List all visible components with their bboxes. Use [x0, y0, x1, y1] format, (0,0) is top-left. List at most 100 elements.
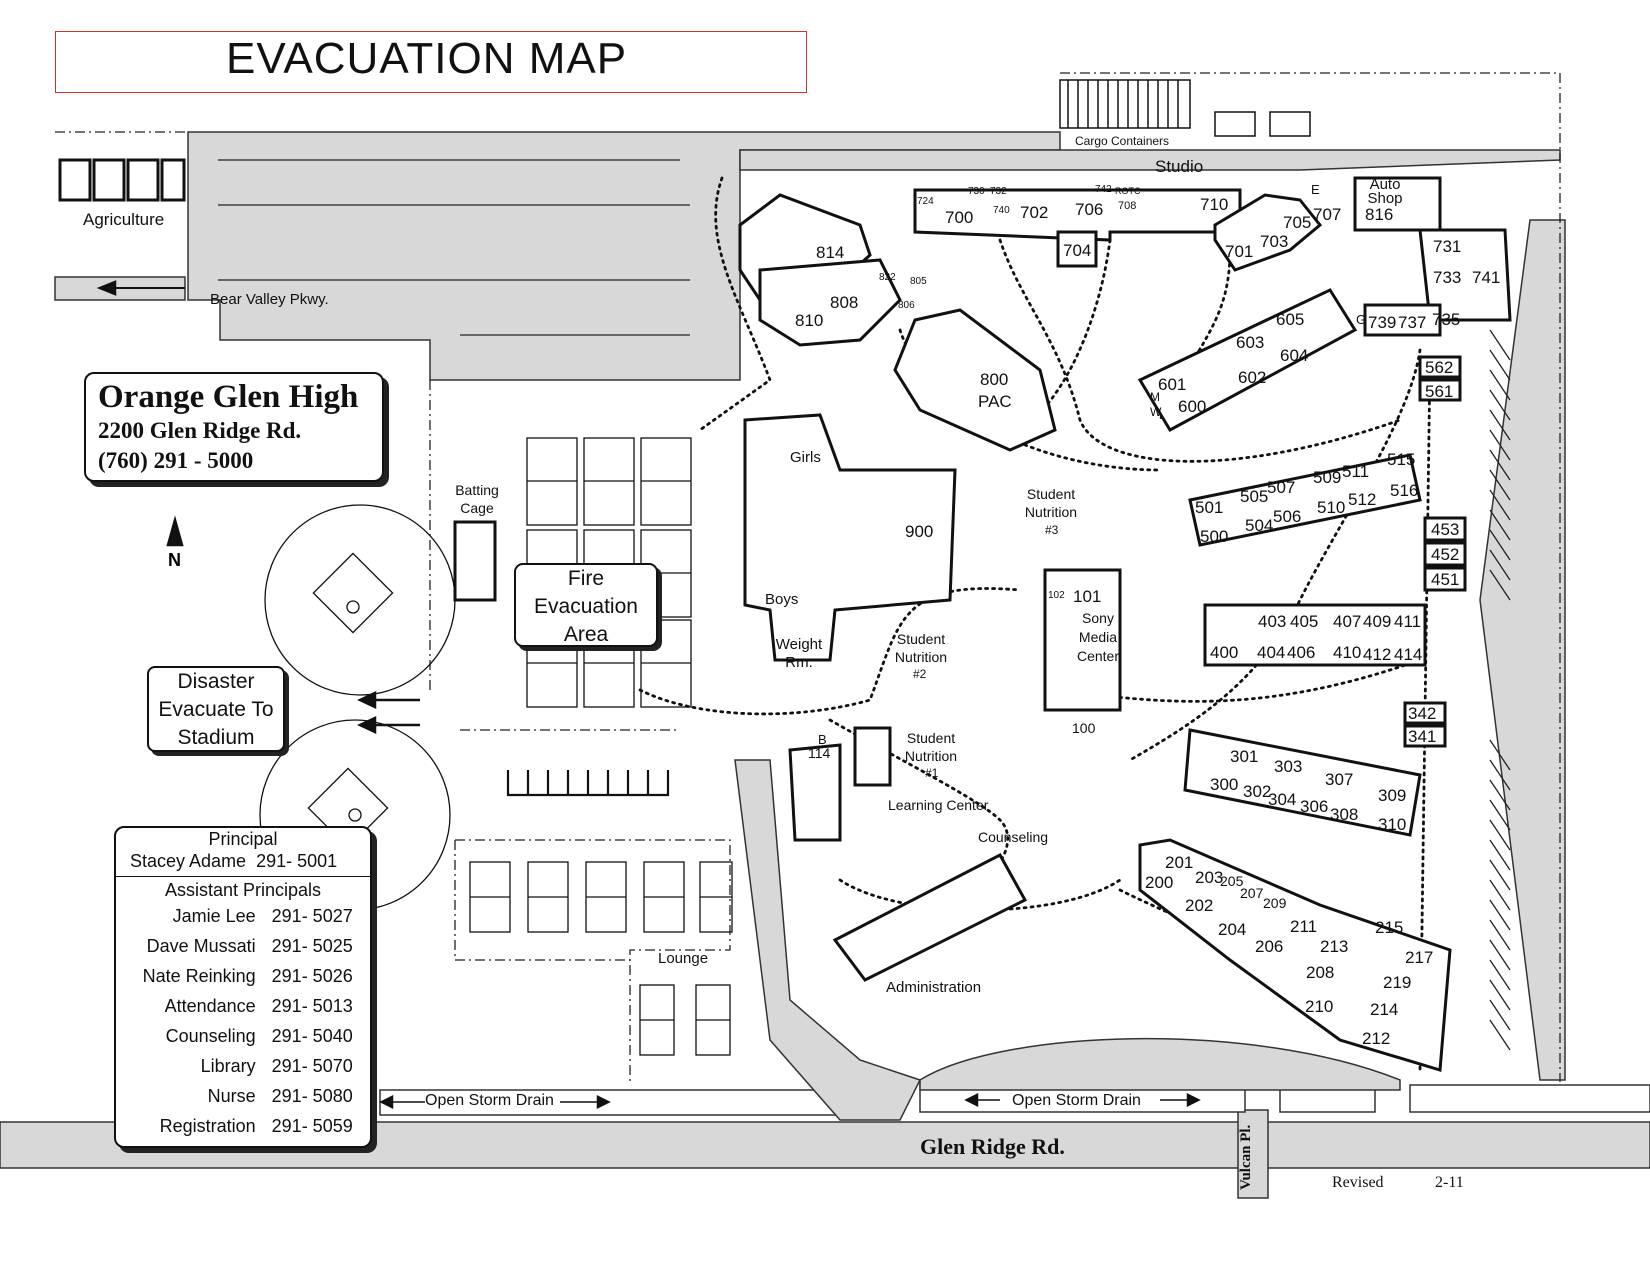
room-label: 212 — [1362, 1029, 1391, 1048]
label-sn3: #3 — [1045, 523, 1059, 537]
building-562 — [1418, 355, 1462, 379]
label-bear-valley: Bear Valley Pkwy. — [210, 291, 329, 308]
room-label: 208 — [1306, 963, 1335, 982]
room-label: 740 — [993, 205, 1010, 216]
room-label: 210 — [1305, 997, 1334, 1016]
room-label: 102 — [1048, 590, 1065, 601]
label-storm-drain-west: Open Storm Drain — [425, 1092, 554, 1110]
principal-name: Stacey Adame — [130, 851, 247, 871]
room-label: 732 — [990, 186, 1007, 197]
label-learning-center: Learning Center — [888, 797, 989, 813]
room-label: 735 — [1432, 310, 1461, 329]
vulcan-place — [1237, 1109, 1269, 1199]
room-label: 509 — [1313, 468, 1342, 487]
contact-name: Counseling — [165, 1026, 256, 1046]
room-label: 411 — [1394, 612, 1422, 631]
room-label: 451 — [1431, 570, 1460, 589]
room-label: 742 — [1095, 184, 1112, 195]
contact-name: Nurse — [207, 1086, 256, 1106]
building-nutrition-1 — [853, 726, 892, 787]
label-student-nutrition-1: Student Nutrition — [904, 730, 958, 764]
label-lounge: Lounge — [658, 950, 709, 967]
room-label: 603 — [1236, 333, 1265, 352]
building-200 — [1138, 838, 1452, 1072]
school-name: Orange Glen High — [98, 379, 359, 415]
room-label: 703 — [1260, 232, 1289, 251]
room-label: 308 — [1330, 805, 1359, 824]
agriculture-buildings — [58, 158, 186, 202]
parking-stripes — [218, 159, 690, 336]
label-pac: PAC — [978, 392, 1012, 411]
label-b: B — [818, 732, 827, 747]
contact-name: Registration — [159, 1116, 256, 1136]
building-704 — [1056, 230, 1098, 268]
room-label: 101 — [1073, 587, 1102, 606]
room-label: 215 — [1375, 918, 1404, 937]
building-700-wing — [913, 188, 1242, 242]
room-label: 602 — [1238, 368, 1267, 387]
label-student-nutrition-2: Student Nutrition — [894, 631, 948, 665]
room-label: 515 — [1387, 450, 1416, 469]
building-731-741 — [1418, 228, 1512, 322]
room-label: 800 — [980, 370, 1009, 389]
divider — [116, 876, 370, 877]
room-label: 701 — [1225, 242, 1254, 261]
south-loop — [919, 1037, 1401, 1091]
room-label: 710 — [1200, 195, 1229, 214]
contact-phone: 291- 5013 — [271, 996, 353, 1016]
room-label: 342 — [1408, 704, 1437, 723]
room-label: 561 — [1425, 382, 1454, 401]
contact-name: Attendance — [164, 996, 256, 1016]
label-batting-cage: Batting Cage — [455, 482, 499, 516]
south-drive — [734, 759, 922, 1121]
label-w: W — [1150, 405, 1162, 419]
label-boys: Boys — [765, 591, 799, 608]
room-label: 511 — [1342, 462, 1370, 481]
label-e: E — [1311, 182, 1320, 197]
bleachers — [506, 770, 670, 797]
room-label: 806 — [898, 300, 915, 311]
room-label: 453 — [1431, 520, 1460, 539]
room-label: 303 — [1274, 757, 1303, 776]
room-label: 203 — [1195, 868, 1224, 887]
principal-row: Stacey Adame 291- 5001 — [116, 850, 370, 872]
principal-phone: 291- 5001 — [256, 851, 338, 871]
room-label: 822 — [879, 272, 896, 283]
room-label: 200 — [1145, 873, 1174, 892]
room-label: 705 — [1283, 213, 1312, 232]
room-label: 219 — [1383, 973, 1412, 992]
school-address: 2200 Glen Ridge Rd. — [98, 418, 302, 443]
contact-phone: 291- 5059 — [271, 1116, 353, 1136]
contact-phone: 291- 5026 — [271, 966, 353, 986]
label-revised: Revised — [1332, 1174, 1384, 1191]
room-label: ROTC — [1115, 186, 1141, 196]
room-label: 207 — [1240, 885, 1264, 901]
room-label: 306 — [1300, 797, 1329, 816]
room-label: 205 — [1220, 873, 1244, 889]
tennis-courts — [469, 861, 733, 1056]
arrows — [96, 280, 1201, 1110]
label-sn1: #1 — [925, 766, 939, 780]
room-label: 810 — [795, 311, 824, 330]
room-label: 407 — [1333, 612, 1362, 631]
label-sony-media: Sony Media Center — [1076, 610, 1120, 664]
room-label: 700 — [945, 208, 974, 227]
contact-name: Library — [200, 1056, 256, 1076]
buildings — [738, 176, 1512, 1072]
room-label: 516 — [1390, 481, 1419, 500]
room-label: 706 — [1075, 200, 1104, 219]
room-label: 202 — [1185, 896, 1214, 915]
room-label: 400 — [1210, 643, 1239, 662]
room-label: 604 — [1280, 346, 1309, 365]
room-label: 805 — [910, 276, 927, 287]
disaster-box: Disaster Evacuate To Stadium — [147, 666, 285, 752]
room-label: 704 — [1063, 241, 1092, 260]
page-title: EVACUATION MAP — [226, 34, 628, 83]
room-label: 213 — [1320, 937, 1349, 956]
room-label: 206 — [1255, 937, 1284, 956]
room-label: 410 — [1333, 643, 1362, 662]
storm-drain-east — [1409, 1084, 1650, 1113]
label-studio: Studio — [1155, 157, 1204, 176]
building-admin — [832, 853, 1028, 982]
contacts-panel: Principal Stacey Adame 291- 5001 Assista… — [114, 826, 372, 1148]
